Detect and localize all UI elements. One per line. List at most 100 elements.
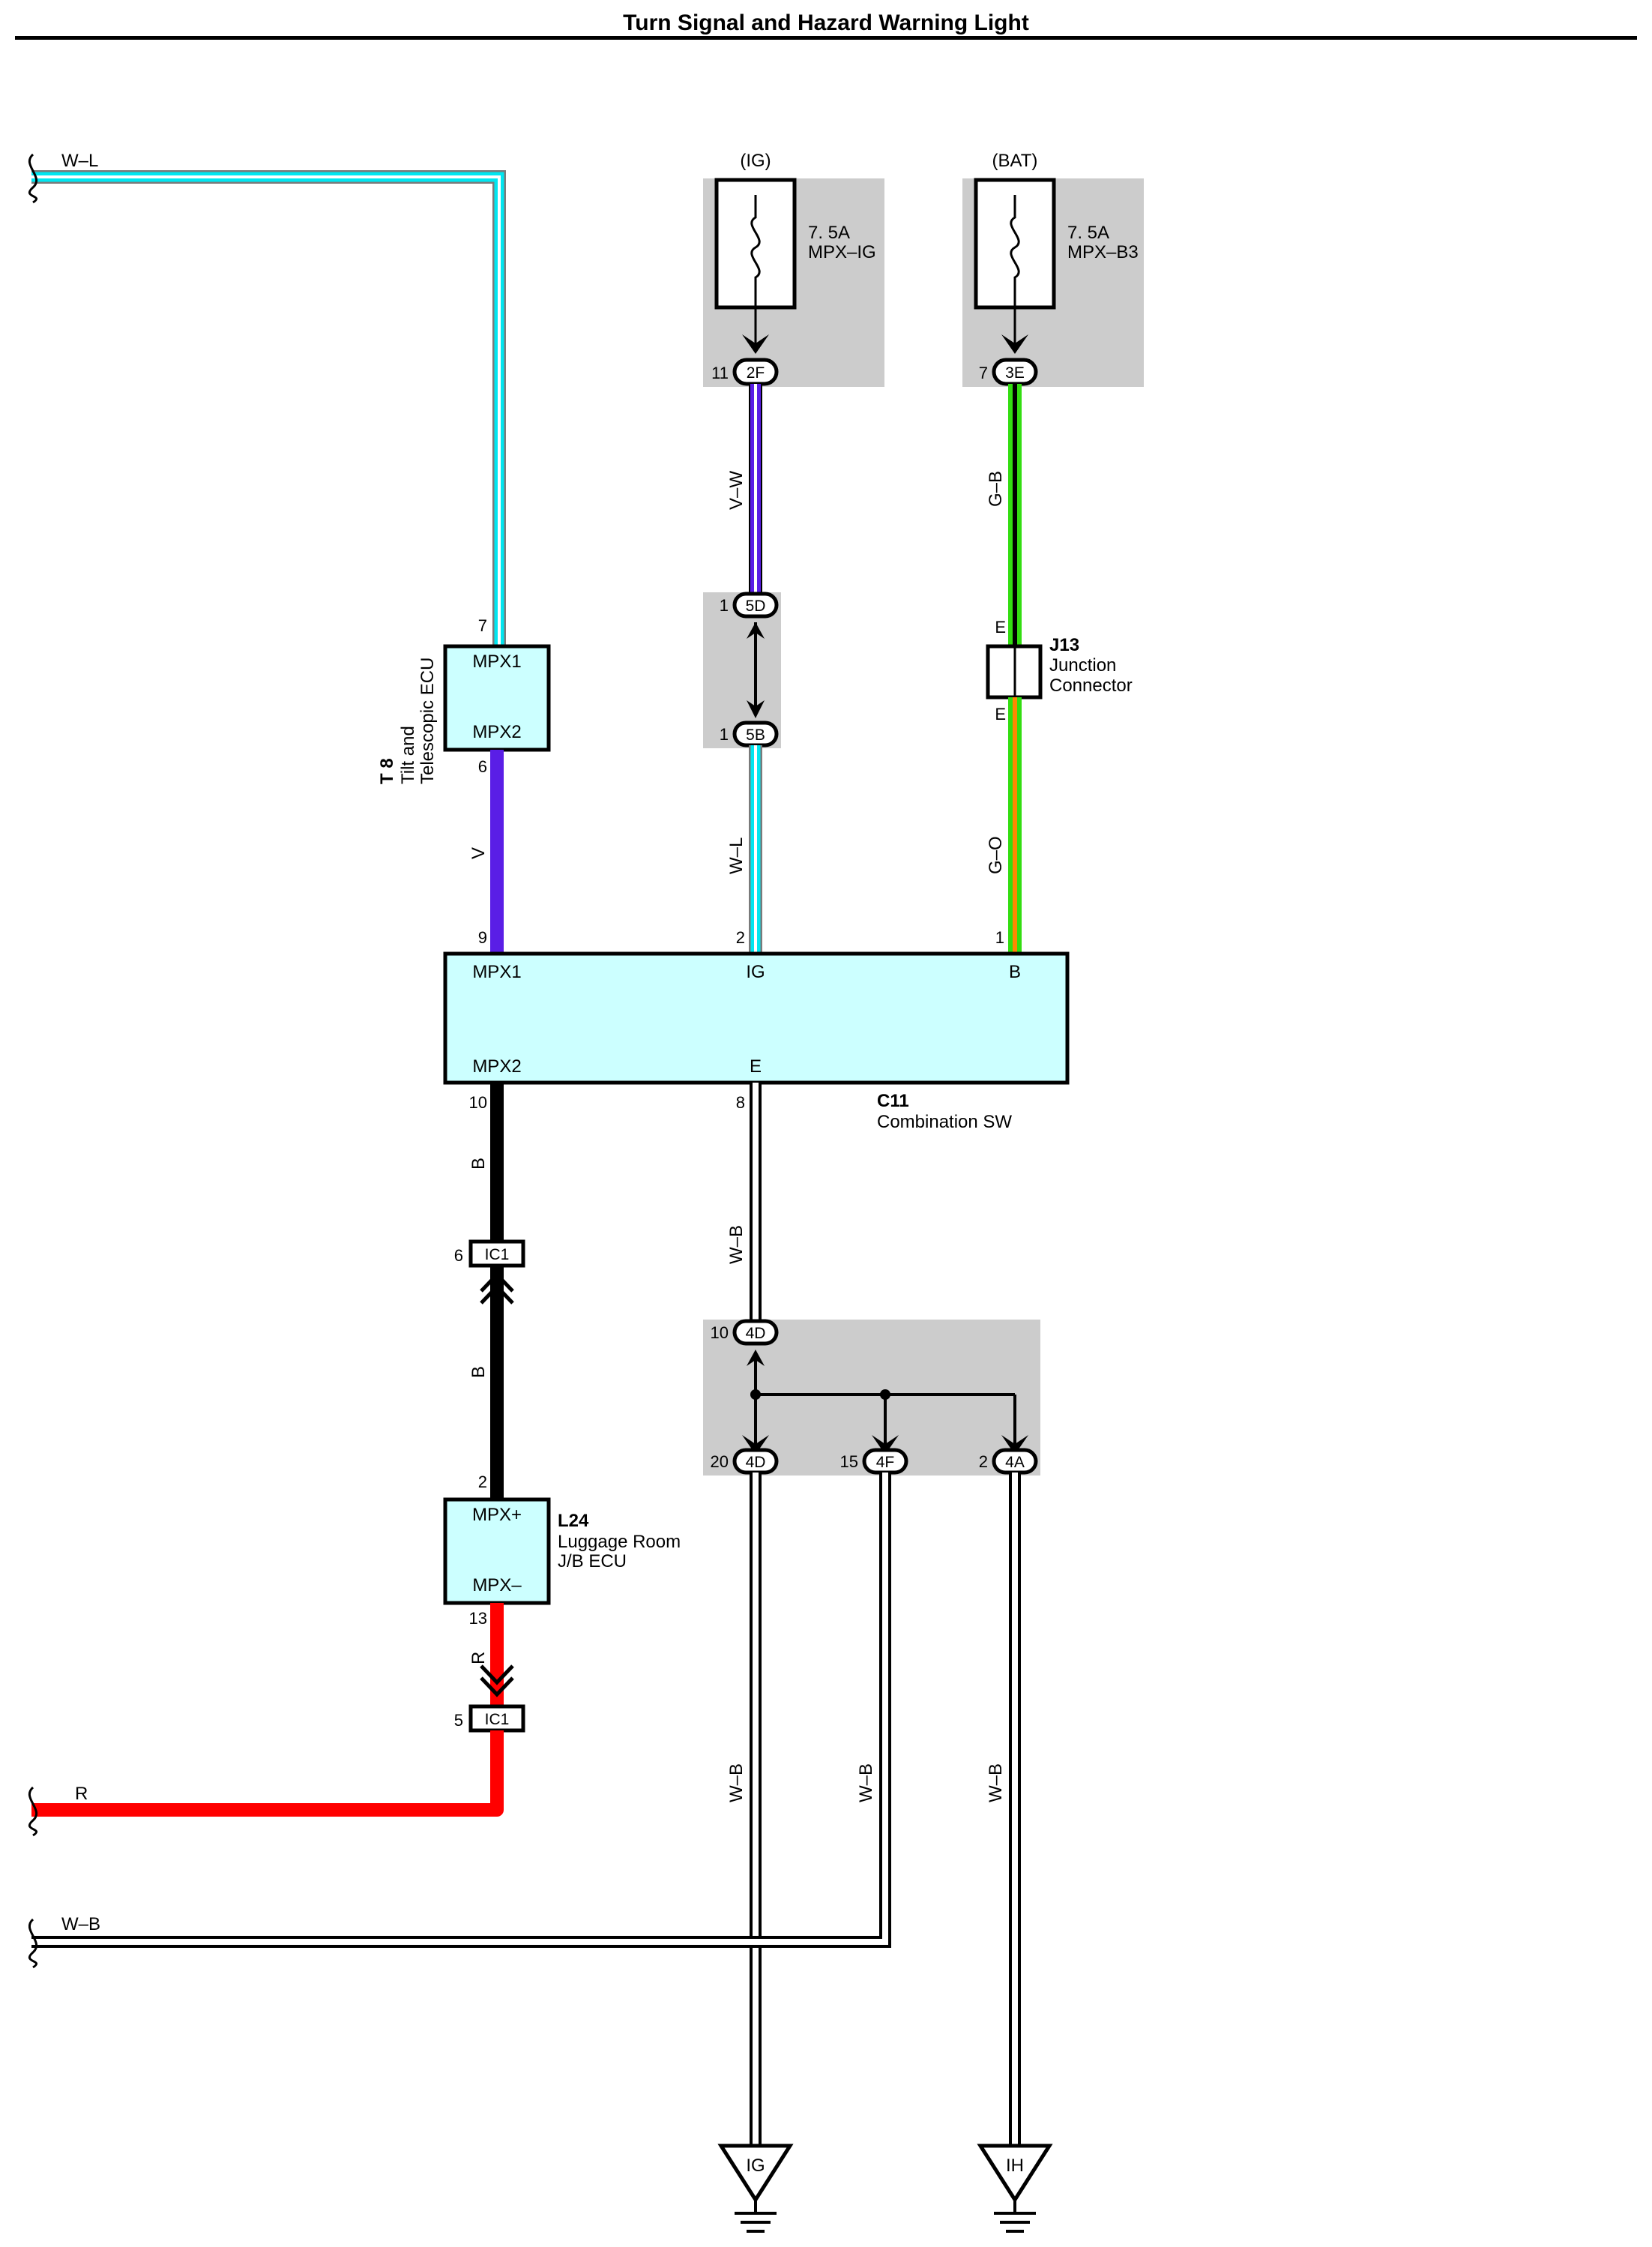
connector-arrow-icon	[872, 1435, 899, 1455]
l24-luggage-room-jb-ecu	[443, 1497, 551, 1605]
wire-break-icon	[28, 1786, 38, 1837]
ground-ih-label: IH	[1006, 2156, 1024, 2176]
connector-5d	[732, 592, 779, 619]
connector-4a-label: 4A	[1005, 1454, 1025, 1471]
connector-4a-pin: 2	[979, 1452, 988, 1471]
wire-label-b-upper: B	[468, 1158, 489, 1170]
connector-2f-pin: 11	[711, 364, 729, 382]
diagram-title: Turn Signal and Hazard Warning Light	[623, 10, 1029, 35]
t8-id: T 8	[377, 758, 397, 784]
connector-arrow-icon	[1001, 1435, 1028, 1455]
wire-label-r-left: R	[75, 1784, 88, 1804]
l24-pin-bot: 13	[469, 1609, 487, 1628]
j13-pin-top: E	[995, 618, 1006, 637]
c11-name: Combination SW	[877, 1112, 1012, 1132]
j13-name-line2: Connector	[1049, 676, 1133, 696]
wire-label-g-b: G–B	[986, 471, 1006, 507]
wire-break-icon	[28, 1918, 38, 1969]
wire-label-v: V	[468, 847, 489, 859]
connector-5d-label: 5D	[746, 598, 766, 615]
connector-5b-label: 5B	[746, 727, 765, 744]
fuse-name-ig: MPX–IG	[808, 242, 876, 262]
connector-4f-pin: 15	[840, 1452, 858, 1471]
l24-term-mpx-plus: MPX+	[472, 1505, 522, 1525]
c11-term-e: E	[750, 1056, 762, 1077]
wire-label-b-lower: B	[468, 1366, 489, 1378]
c11-pin-b: 1	[995, 928, 1004, 947]
wire-w-b-2	[31, 1473, 891, 1948]
wire-label-w-b-3: W–B	[986, 1763, 1006, 1802]
t8-label: T 8 Tilt and Telescopic ECU	[377, 658, 438, 784]
fuse-icon	[750, 195, 761, 307]
ground-ig	[717, 2144, 794, 2233]
c11-pin-ig: 2	[736, 928, 745, 947]
connector-3e-pin: 7	[979, 364, 988, 382]
connector-5d-pin: 1	[720, 596, 729, 615]
connector-4d-top	[732, 1319, 779, 1346]
t8-name-line2: Telescopic ECU	[417, 658, 438, 784]
l24-pin-top: 2	[478, 1473, 487, 1491]
double-chevron-up-icon-outline	[480, 1272, 514, 1305]
j13-name-line1: Junction	[1049, 655, 1116, 676]
wire-label-r-short: R	[468, 1652, 489, 1664]
c11-term-ig: IG	[746, 962, 765, 982]
connector-2f-label: 2F	[747, 364, 765, 382]
source-label-ig: (IG)	[740, 151, 771, 171]
connector-3e-label: 3E	[1005, 364, 1025, 382]
connector-ic1-bot	[468, 1704, 525, 1733]
ground-ih	[977, 2144, 1053, 2233]
fuse-name-bat: MPX–B3	[1067, 242, 1139, 262]
c11-pin-mpx2: 10	[469, 1093, 487, 1112]
source-label-bat: (BAT)	[992, 151, 1038, 171]
wire-r-left	[31, 1730, 504, 1817]
double-chevron-down-icon	[480, 1664, 514, 1697]
c11-term-mpx2: MPX2	[472, 1056, 521, 1077]
connector-arrow-icon	[1001, 334, 1028, 354]
t8-name-line1: Tilt and	[398, 726, 418, 784]
l24-term-mpx-minus: MPX–	[472, 1575, 522, 1595]
connector-5b-pin: 1	[720, 725, 729, 744]
connector-4f-label: 4F	[876, 1454, 895, 1471]
j13-id: J13	[1049, 635, 1079, 655]
l24-name-line2: J/B ECU	[558, 1551, 627, 1571]
wire-label-w-b-left: W–B	[61, 1914, 100, 1934]
connector-4d-top-label: 4D	[746, 1325, 766, 1342]
wire-label-v-w: V–W	[726, 471, 747, 510]
wire-label-w-b-2: W–B	[856, 1763, 876, 1802]
l24-name-line1: Luggage Room	[558, 1532, 681, 1552]
connector-4d-top-pin: 10	[711, 1323, 729, 1342]
connector-arrow-icon	[742, 1435, 769, 1455]
t8-pin-bot: 6	[478, 757, 487, 776]
wire-break-icon	[28, 153, 38, 204]
wire-w-l-top	[31, 170, 506, 645]
wire-label-g-o: G–O	[986, 836, 1006, 874]
connector-arrow-icon	[742, 334, 769, 354]
wire-label-w-b-upper: W–B	[726, 1225, 747, 1264]
c11-term-b: B	[1009, 962, 1021, 982]
c11-term-mpx1: MPX1	[472, 962, 521, 982]
c11-pin-mpx1: 9	[478, 928, 487, 947]
wire-label-w-b-1: W–B	[726, 1763, 747, 1802]
arrow-down-icon	[747, 700, 765, 718]
fuse-icon	[1010, 195, 1020, 307]
connector-4d-bot-pin: 20	[711, 1452, 729, 1471]
t8-term-mpx2: MPX2	[472, 722, 521, 742]
c11-pin-e: 8	[736, 1093, 745, 1112]
t8-pin-top: 7	[478, 616, 487, 635]
connector-ic1-top-pin: 6	[454, 1246, 463, 1265]
t8-tilt-telescopic-ecu	[443, 644, 551, 752]
connector-ic1-top	[468, 1239, 525, 1268]
fuse-rating-bat: 7. 5A	[1067, 223, 1109, 243]
j13-pin-bot: E	[995, 705, 1006, 724]
arrow-up-icon	[747, 622, 765, 639]
c11-combination-sw	[443, 951, 1070, 1085]
wire-label-w-l-top: W–L	[61, 151, 98, 171]
ground-ig-label: IG	[746, 2156, 765, 2176]
l24-id: L24	[558, 1511, 589, 1531]
c11-id: C11	[877, 1091, 909, 1111]
connector-4d-bot-label: 4D	[746, 1454, 766, 1471]
connector-ic1-top-label: IC1	[485, 1246, 510, 1263]
title-rule	[15, 36, 1637, 40]
fuse-rating-ig: 7. 5A	[808, 223, 850, 243]
connector-ic1-bot-label: IC1	[485, 1711, 510, 1728]
